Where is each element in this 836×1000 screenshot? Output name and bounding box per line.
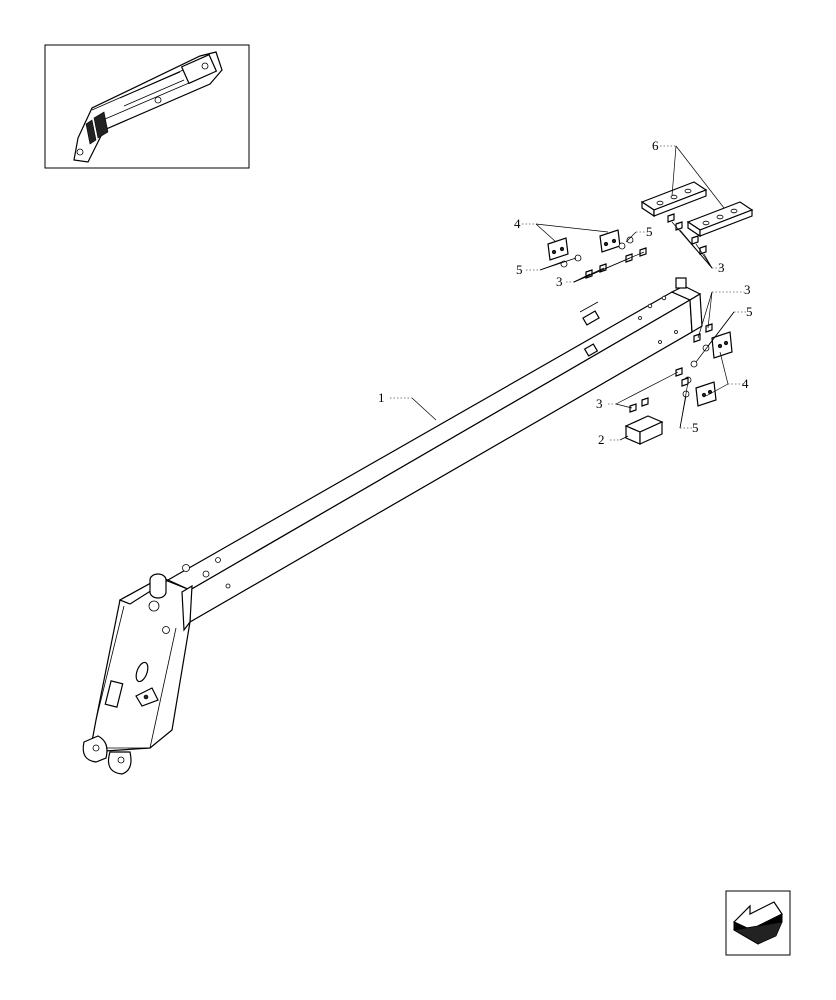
callout-2: 2 xyxy=(598,432,605,447)
callout-labels: 1 2 3 3 3 3 4 4 5 5 5 5 6 xyxy=(378,138,753,447)
callout-5-lower: 5 xyxy=(692,420,699,435)
wear-pad-6[interactable] xyxy=(640,181,754,238)
leader-lines xyxy=(390,145,748,441)
callout-5-right: 5 xyxy=(746,304,753,319)
callout-5-top-right: 5 xyxy=(646,224,653,239)
callout-4-right: 4 xyxy=(742,376,749,391)
callout-5-top-left: 5 xyxy=(516,262,523,277)
callout-3-top-left: 3 xyxy=(556,274,563,289)
block-part[interactable] xyxy=(624,415,664,445)
inset-thumbnail[interactable] xyxy=(44,44,250,169)
callout-6: 6 xyxy=(652,138,659,153)
callout-3-top-right: 3 xyxy=(718,260,725,275)
wear-pad-4-side[interactable] xyxy=(695,331,733,407)
callout-1: 1 xyxy=(378,390,385,405)
boom-assembly-thumbnail-icon xyxy=(73,51,223,163)
wear-pad-4-top[interactable] xyxy=(547,229,621,261)
boom-part[interactable] xyxy=(82,277,703,775)
callout-4-top: 4 xyxy=(514,216,521,231)
back-arrow-icon xyxy=(732,901,783,945)
back-navigation-button[interactable] xyxy=(725,890,791,956)
callout-3-right: 3 xyxy=(744,282,751,297)
callout-3-lower: 3 xyxy=(596,396,603,411)
